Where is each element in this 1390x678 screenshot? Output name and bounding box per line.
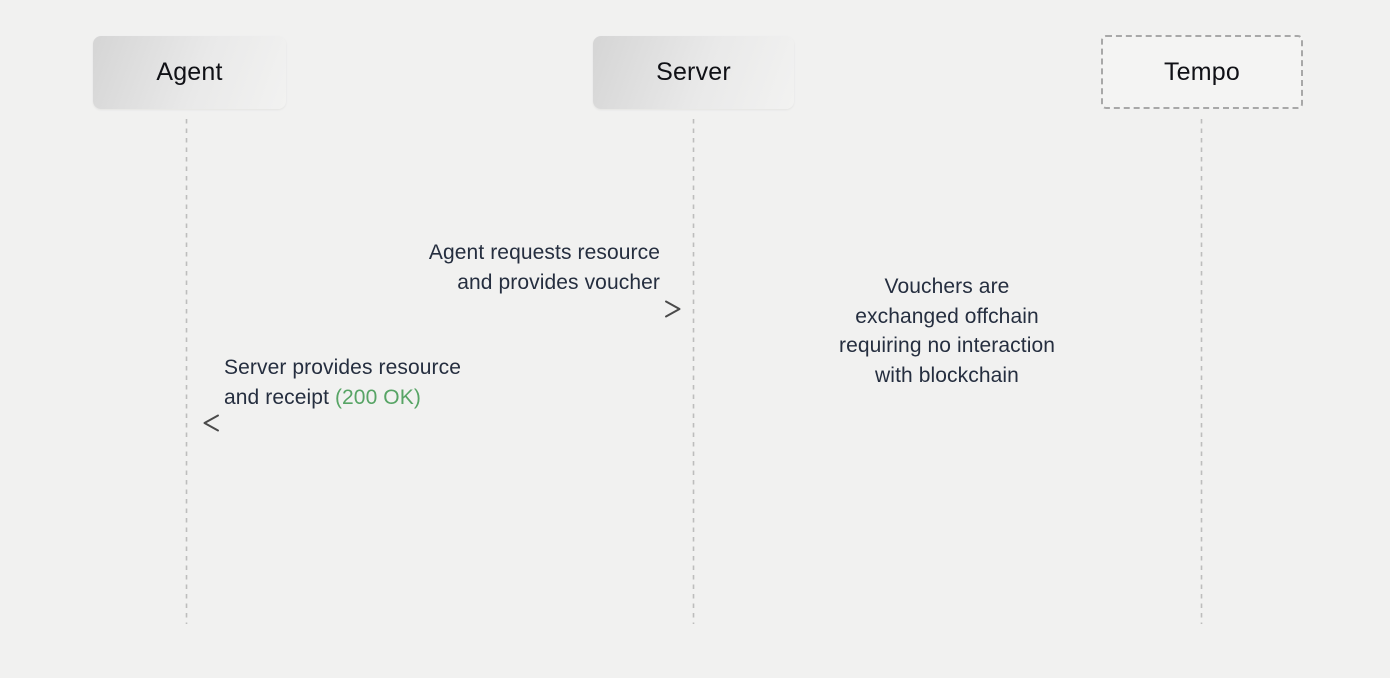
response-message-line2: and receipt (200 OK) xyxy=(224,383,644,413)
response-arrow-left xyxy=(203,414,678,432)
request-message-label: Agent requests resource and provides vou… xyxy=(340,238,660,298)
offchain-note-line3: requiring no interaction xyxy=(838,334,1056,357)
status-200-ok: (200 OK) xyxy=(334,386,421,409)
actor-box-server: Server xyxy=(593,36,794,109)
request-message-line1: Agent requests resource xyxy=(428,241,660,264)
offchain-note-line2: exchanged offchain xyxy=(855,304,1039,328)
response-message-line2-text: and receipt xyxy=(224,386,335,409)
actor-box-agent: Agent xyxy=(93,36,286,109)
actor-box-tempo: Tempo xyxy=(1101,35,1303,109)
arrowhead-right-icon xyxy=(665,300,681,318)
response-message-line1: Server provides resource xyxy=(224,356,461,379)
actor-label-agent: Agent xyxy=(156,58,223,86)
actor-label-tempo: Tempo xyxy=(1163,57,1241,86)
request-message-line2: and provides voucher xyxy=(457,271,660,294)
offchain-note-line4: with blockchain xyxy=(875,363,1019,387)
offchain-note: Vouchers are exchanged offchain requirin… xyxy=(797,272,1097,390)
arrowhead-left-icon xyxy=(203,414,219,432)
request-arrow-right xyxy=(205,300,681,318)
offchain-note-line1: Vouchers are xyxy=(884,275,1010,298)
actor-label-server: Server xyxy=(656,58,731,86)
response-message-label: Server provides resource and receipt (20… xyxy=(224,353,644,413)
